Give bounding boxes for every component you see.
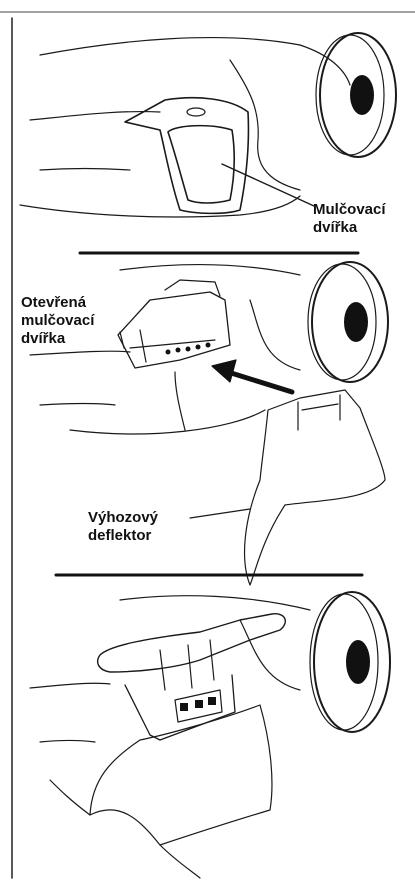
panel-3-installed-deflector [30, 592, 390, 878]
discharge-deflector-label-line-1: Výhozový [88, 509, 158, 527]
raised-mulching-door [98, 614, 286, 672]
discharge-deflector-shape [245, 390, 385, 585]
wheel-icon [308, 262, 388, 382]
installed-deflector-shape [90, 705, 272, 845]
discharge-deflector-label: Výhozový deflektor [88, 509, 158, 545]
mulching-door-leader [222, 164, 314, 206]
panel-1-closed-mulching-door [20, 33, 396, 217]
deflector-leader [190, 509, 250, 518]
mulching-door-label-line-2: dvířka [313, 219, 386, 237]
wheel-icon [316, 33, 396, 157]
open-mulching-door-label-line-3: dvířka [21, 330, 94, 348]
open-mulching-door-label-line-2: mulčovací [21, 312, 94, 330]
mulching-door-label-line-1: Mulčovací [313, 201, 386, 219]
wheel-icon [310, 592, 390, 732]
opened-mulching-door [118, 292, 230, 368]
open-mulching-door-label: Otevřená mulčovací dvířka [21, 294, 94, 348]
mulching-door-label: Mulčovací dvířka [313, 201, 386, 237]
discharge-deflector-label-line-2: deflektor [88, 527, 158, 545]
open-mulching-door-label-line-1: Otevřená [21, 294, 94, 312]
insert-arrow-icon [212, 360, 292, 392]
